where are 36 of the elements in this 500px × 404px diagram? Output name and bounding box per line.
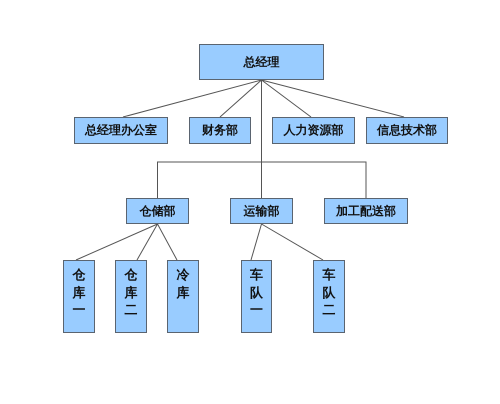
org-box	[324, 198, 408, 224]
connector-line	[250, 224, 262, 260]
org-box	[313, 260, 345, 333]
box-label: 总经理	[244, 54, 280, 70]
org-box	[167, 260, 199, 333]
box-label: 加工配送部	[336, 202, 396, 220]
box-label: 仓库一	[72, 267, 86, 320]
connector-line	[220, 80, 262, 118]
org-box	[63, 260, 95, 333]
connector-line	[261, 224, 324, 260]
org-box	[189, 117, 251, 144]
box-label: 车队二	[322, 267, 336, 320]
box-label: 运输部	[244, 202, 280, 220]
box-label: 车队一	[250, 267, 263, 320]
connector-line	[261, 80, 312, 118]
org-box	[74, 117, 168, 144]
box-label: 冷库	[176, 267, 190, 302]
org-box	[115, 260, 147, 333]
connector-line	[261, 80, 404, 118]
connector-line	[136, 224, 158, 260]
org-box	[272, 117, 355, 144]
connector-line	[76, 224, 158, 260]
org-box	[199, 44, 324, 80]
box-label: 人力资源部	[284, 122, 344, 139]
box-label: 总经理办公室	[85, 122, 157, 139]
org-box	[241, 260, 272, 333]
org-box	[366, 117, 448, 144]
box-label: 财务部	[202, 122, 238, 139]
connector-line	[122, 80, 262, 118]
connector-line	[157, 224, 178, 260]
connector-line	[261, 80, 366, 198]
org-box	[126, 198, 189, 224]
box-label: 仓储部	[140, 202, 176, 220]
box-label: 仓库二	[124, 267, 138, 320]
box-label: 信息技术部	[377, 122, 437, 139]
org-box	[230, 198, 293, 224]
